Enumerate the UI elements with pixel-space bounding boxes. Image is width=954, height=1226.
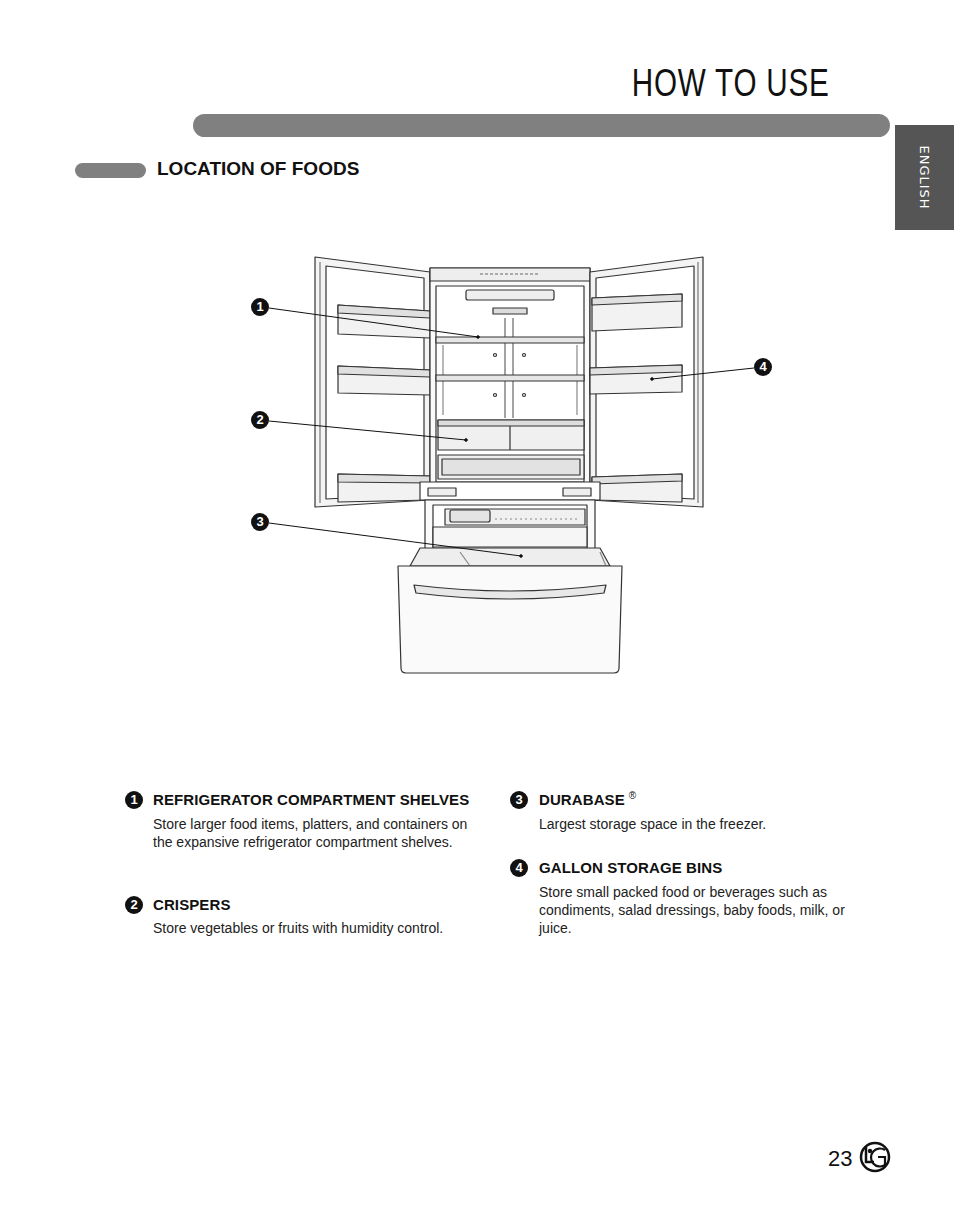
number-text: 4 bbox=[515, 860, 522, 875]
artwork-part bbox=[414, 585, 606, 599]
artwork-part bbox=[338, 474, 430, 483]
number-text: 4 bbox=[759, 359, 766, 374]
artwork-part bbox=[450, 510, 490, 522]
item-heading: CRISPERS bbox=[153, 896, 231, 913]
artwork-part bbox=[269, 523, 521, 556]
artwork-part bbox=[590, 257, 703, 507]
artwork-part bbox=[338, 366, 430, 377]
item-number: 4 bbox=[510, 859, 528, 877]
callout-number: 1 bbox=[251, 298, 269, 316]
section-heading: LOCATION OF FOODS bbox=[157, 158, 359, 180]
artwork-part bbox=[430, 268, 590, 281]
artwork-part bbox=[590, 365, 682, 394]
artwork-part bbox=[861, 1143, 889, 1171]
lg-logo bbox=[861, 1143, 889, 1171]
artwork-part bbox=[436, 337, 584, 343]
artwork-part bbox=[338, 366, 430, 395]
artwork-part bbox=[520, 555, 523, 558]
artwork-part bbox=[428, 488, 456, 496]
artwork-part bbox=[445, 509, 585, 525]
artwork-part bbox=[430, 268, 590, 500]
artwork-part bbox=[871, 1149, 885, 1167]
item-text: Largest storage space in the freezer. bbox=[539, 815, 869, 833]
page-title: HOW TO USE bbox=[632, 62, 830, 105]
artwork-part bbox=[652, 368, 754, 379]
artwork-part bbox=[592, 294, 682, 331]
artwork-part bbox=[480, 273, 540, 274]
item-text: Store vegetables or fruits with humidity… bbox=[153, 919, 488, 937]
artwork-part bbox=[433, 527, 587, 547]
item-text: Store small packed food or beverages suc… bbox=[539, 883, 874, 937]
artwork-part bbox=[442, 459, 580, 475]
callout-number: 3 bbox=[251, 513, 269, 531]
callout-number: 4 bbox=[754, 358, 772, 376]
artwork-part bbox=[338, 474, 430, 502]
callout-number: 2 bbox=[251, 411, 269, 429]
artwork-part bbox=[592, 474, 682, 502]
artwork-part bbox=[436, 286, 584, 482]
artwork-part bbox=[269, 308, 478, 337]
registered-mark: ® bbox=[629, 790, 636, 801]
artwork-part bbox=[523, 354, 526, 357]
artwork-part bbox=[436, 375, 584, 381]
item-number: 3 bbox=[510, 791, 528, 809]
artwork-part bbox=[75, 163, 146, 178]
artwork-part bbox=[600, 552, 606, 566]
item-text: Store larger food items, platters, and c… bbox=[153, 815, 488, 851]
artwork-part bbox=[319, 262, 320, 503]
page-number: 23 bbox=[828, 1146, 852, 1172]
artwork-part bbox=[460, 552, 470, 566]
artwork-part bbox=[466, 290, 554, 300]
artwork-part bbox=[338, 305, 430, 338]
item-number: 2 bbox=[125, 896, 143, 914]
item-number: 1 bbox=[125, 791, 143, 809]
artwork-part bbox=[465, 439, 468, 442]
number-text: 2 bbox=[130, 897, 137, 912]
number-text: 3 bbox=[256, 514, 263, 529]
artwork-part bbox=[269, 421, 466, 440]
artwork-part bbox=[420, 482, 600, 500]
number-text: 1 bbox=[256, 299, 263, 314]
tab-label: ENGLISH bbox=[917, 145, 932, 209]
item-heading: REFRIGERATOR COMPARTMENT SHELVES bbox=[153, 791, 469, 808]
artwork-part bbox=[410, 548, 610, 566]
item-heading: DURABASE bbox=[539, 791, 625, 808]
artwork-part bbox=[193, 114, 890, 137]
artwork-part bbox=[592, 474, 682, 484]
language-tab: ENGLISH bbox=[895, 125, 954, 230]
artwork-part bbox=[477, 336, 480, 339]
number-text: 3 bbox=[515, 792, 522, 807]
artwork-part bbox=[592, 294, 682, 305]
number-text: 2 bbox=[256, 412, 263, 427]
artwork-part bbox=[493, 308, 527, 314]
artwork-part bbox=[494, 354, 497, 357]
artwork-part bbox=[495, 518, 580, 519]
artwork-part bbox=[697, 262, 698, 503]
artwork-part bbox=[398, 566, 622, 673]
artwork-part bbox=[438, 420, 584, 450]
artwork-part bbox=[438, 420, 584, 426]
artwork-part bbox=[512, 318, 513, 418]
artwork-part bbox=[651, 378, 654, 381]
artwork-part bbox=[315, 257, 430, 507]
artwork-part bbox=[338, 305, 430, 318]
artwork-part bbox=[504, 318, 505, 418]
artwork-part bbox=[438, 455, 584, 479]
artwork-part bbox=[523, 394, 526, 397]
item-heading: GALLON STORAGE BINS bbox=[539, 859, 722, 876]
artwork-part bbox=[494, 394, 497, 397]
number-text: 1 bbox=[130, 792, 137, 807]
artwork-part bbox=[590, 365, 682, 375]
artwork-part bbox=[563, 488, 591, 496]
refrigerator-illustration bbox=[315, 257, 703, 673]
leader-lines bbox=[269, 308, 754, 557]
